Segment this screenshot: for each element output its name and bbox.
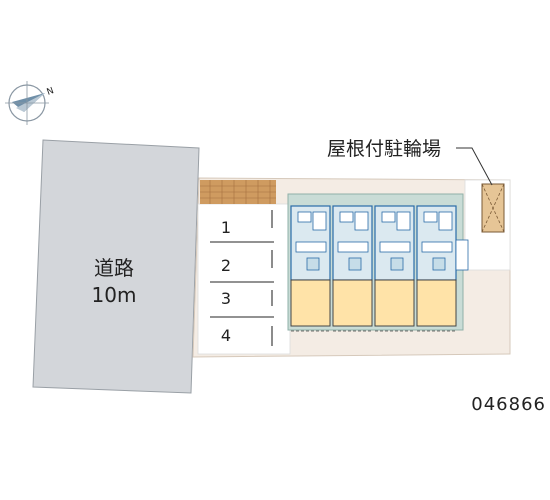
unit-1 (290, 205, 331, 332)
road-area (32, 139, 200, 394)
parking-space-number: 3 (221, 289, 231, 308)
parking-area (210, 210, 274, 346)
property-id: 046866 (471, 394, 546, 415)
unit-4 (416, 205, 457, 332)
bike-parking-label: 屋根付駐輪場 (327, 138, 441, 160)
bike-parking-leader-line (456, 147, 493, 186)
road-name-label: 道路 (94, 256, 134, 280)
apartment-building (287, 193, 469, 332)
parking-space-number: 4 (221, 326, 231, 345)
road-width-label: 10m (92, 283, 137, 307)
parking-space-number: 2 (221, 256, 231, 275)
parking-space-number: 1 (221, 218, 231, 237)
access-path (197, 203, 291, 355)
bike-parking-shelter (481, 183, 505, 233)
unit-2 (332, 205, 373, 332)
compass-icon: N (5, 81, 55, 125)
compass-north-label: N (46, 86, 56, 98)
unit-3 (374, 205, 415, 332)
